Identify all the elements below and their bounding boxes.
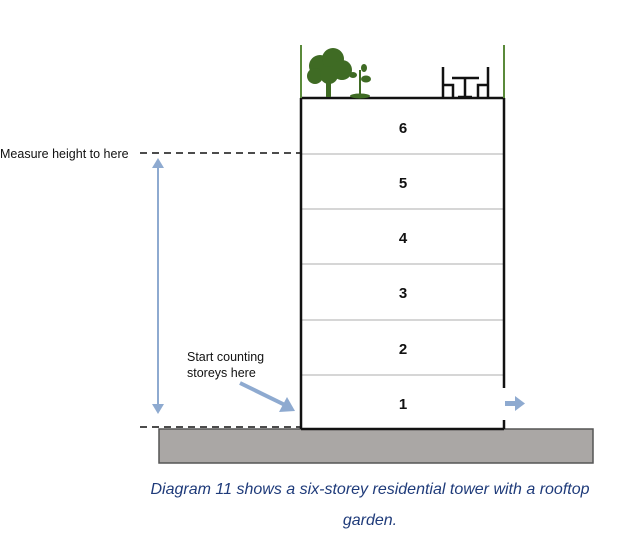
table-chairs-icon: [441, 67, 490, 99]
floor-dividers: [301, 153, 504, 376]
entrance-arrow-icon: [505, 396, 525, 411]
caption-line-1: Diagram 11 shows a six-storey residentia…: [150, 481, 590, 498]
start-counting-label-2: storeys here: [187, 366, 256, 380]
height-reference-lines: [140, 152, 301, 428]
height-arrow: [152, 158, 164, 414]
start-counting-label-1: Start counting: [187, 350, 264, 364]
storey-number: 1: [399, 396, 407, 413]
tree-icon: [307, 48, 352, 97]
storey-number: 3: [399, 285, 407, 302]
caption-line-2: garden.: [342, 512, 398, 529]
storey-number: 2: [399, 341, 407, 358]
start-counting-arrow: [239, 381, 295, 412]
storey-number: 5: [399, 175, 407, 192]
measure-height-label: Measure height to here: [0, 147, 129, 161]
storey-number: 4: [399, 230, 408, 247]
plant-icon: [349, 64, 371, 99]
roof-railing: [300, 45, 505, 98]
storey-number: 6: [399, 120, 407, 137]
ground: [158, 428, 594, 464]
